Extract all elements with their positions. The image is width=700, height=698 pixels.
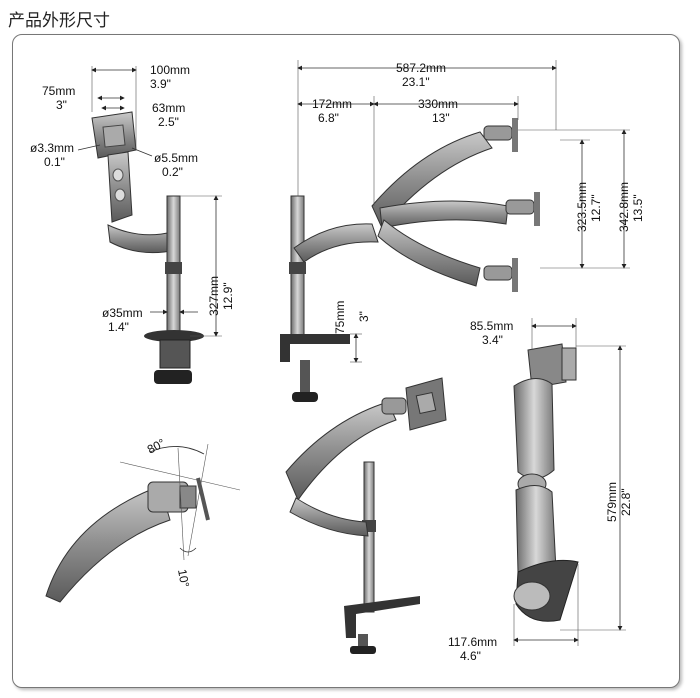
perspective-view xyxy=(285,377,447,654)
dim-117-6mm: 117.6mm xyxy=(448,635,497,649)
dim-12-9in: 12.9" xyxy=(221,282,235,310)
tilt-angle-view: 80° 10° xyxy=(45,436,241,603)
front-view-dimensions: 100mm 3.9" 75mm 3" 63mm 2.5" ø3.3mm 0.1"… xyxy=(30,63,235,337)
dim-63mm: 63mm xyxy=(152,101,185,115)
page-title: 产品外形尺寸 xyxy=(8,11,110,31)
dim-3in-clamp: 3" xyxy=(357,311,371,322)
dim-0-2in: 0.2" xyxy=(162,165,183,179)
top-view-arm xyxy=(513,343,579,622)
angle-10deg: 10° xyxy=(175,568,192,589)
dim-4-6in: 4.6" xyxy=(460,649,481,663)
dim-3-4in: 3.4" xyxy=(482,333,503,347)
dim-587-2mm: 587.2mm xyxy=(396,61,446,75)
side-view-dimensions: 587.2mm 23.1" 172mm 6.8" 330mm 13" 323.5… xyxy=(297,60,645,363)
dim-35mm: ø35mm xyxy=(102,306,143,320)
dim-3-3mm: ø3.3mm xyxy=(30,141,74,155)
dim-85-5mm: 85.5mm xyxy=(470,319,513,333)
dim-579mm: 579mm xyxy=(605,482,619,522)
dim-172mm: 172mm xyxy=(312,97,352,111)
dim-2-5in: 2.5" xyxy=(158,115,179,129)
dim-6-8in: 6.8" xyxy=(318,111,339,125)
dim-3in: 3" xyxy=(56,98,67,112)
dim-342-8mm: 342.8mm xyxy=(617,182,631,232)
top-view-dimensions: 85.5mm 3.4" 579mm 22.8" 117.6mm 4.6" xyxy=(448,318,633,663)
dim-23-1in: 23.1" xyxy=(402,75,430,89)
dim-75mm-clamp: 75mm xyxy=(333,301,347,334)
dim-0-1in: 0.1" xyxy=(44,155,65,169)
dim-13in: 13" xyxy=(432,111,450,125)
dim-5-5mm: ø5.5mm xyxy=(154,151,198,165)
dim-327mm: 327mm xyxy=(207,276,221,316)
front-view-monitor-mount xyxy=(91,111,204,384)
dim-330mm: 330mm xyxy=(418,97,458,111)
dim-12-7in: 12.7" xyxy=(589,194,603,222)
dim-100mm: 100mm xyxy=(150,63,190,77)
dim-1-4in: 1.4" xyxy=(108,320,129,334)
dim-323-5mm: 323.5mm xyxy=(575,182,589,232)
dim-75mm: 75mm xyxy=(42,84,75,98)
side-view-arm-extension xyxy=(280,118,540,402)
dim-3-9in: 3.9" xyxy=(150,77,171,91)
angle-80deg: 80° xyxy=(145,436,168,457)
dim-13-5in: 13.5" xyxy=(631,194,645,222)
dim-22-8in: 22.8" xyxy=(619,488,633,516)
